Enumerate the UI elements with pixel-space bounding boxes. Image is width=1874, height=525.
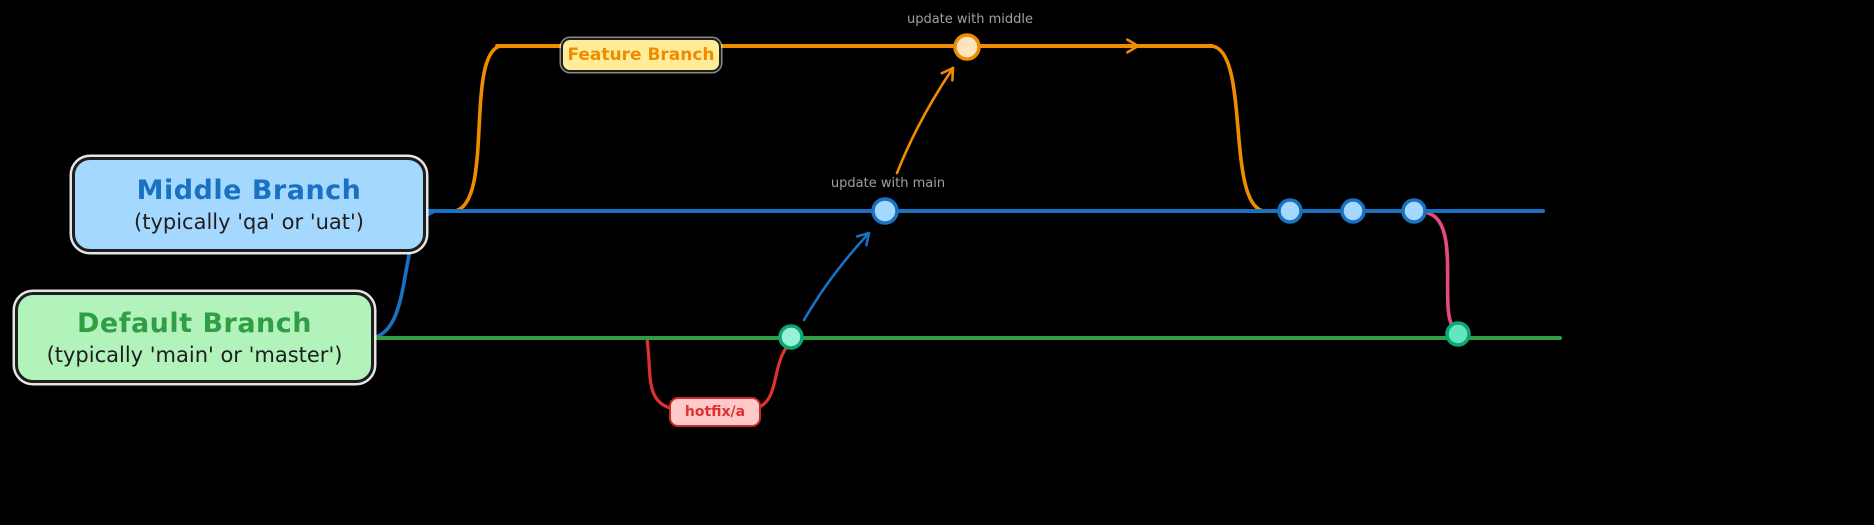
default-branch-label-box: Default Branch (typically 'main' or 'mas… — [15, 292, 374, 383]
middle-branch-subtitle: (typically 'qa' or 'uat') — [134, 210, 364, 234]
branch-curve-middle-to-feature — [453, 44, 502, 213]
default-branch-subtitle: (typically 'main' or 'master') — [46, 343, 343, 367]
middle-branch-title: Middle Branch — [136, 175, 362, 206]
middle-branch-label-box: Middle Branch (typically 'qa' or 'uat') — [72, 157, 426, 252]
default-branch-title: Default Branch — [76, 308, 313, 339]
merge-curve-middle-to-default — [1426, 211, 1458, 332]
hotfix-curve-left — [645, 337, 676, 411]
update-with-main-annotation: update with main — [830, 176, 946, 191]
feature-branch-label: Feature Branch — [561, 38, 721, 72]
commit-node-middle-update — [871, 197, 899, 225]
commit-node-hotfix-merge — [778, 324, 804, 350]
commit-node-default-release — [1445, 321, 1471, 347]
commit-node-middle-3 — [1401, 198, 1427, 224]
update-with-middle-annotation: update with middle — [906, 12, 1034, 27]
hotfix-branch-label: hotfix/a — [669, 397, 761, 427]
update-with-main-arrow — [802, 231, 871, 322]
merge-curve-feature-to-middle — [1210, 44, 1265, 213]
commit-node-middle-1 — [1277, 198, 1303, 224]
commit-node-middle-2 — [1340, 198, 1366, 224]
commit-node-feature-update — [953, 33, 981, 61]
update-with-middle-arrow — [895, 66, 955, 175]
